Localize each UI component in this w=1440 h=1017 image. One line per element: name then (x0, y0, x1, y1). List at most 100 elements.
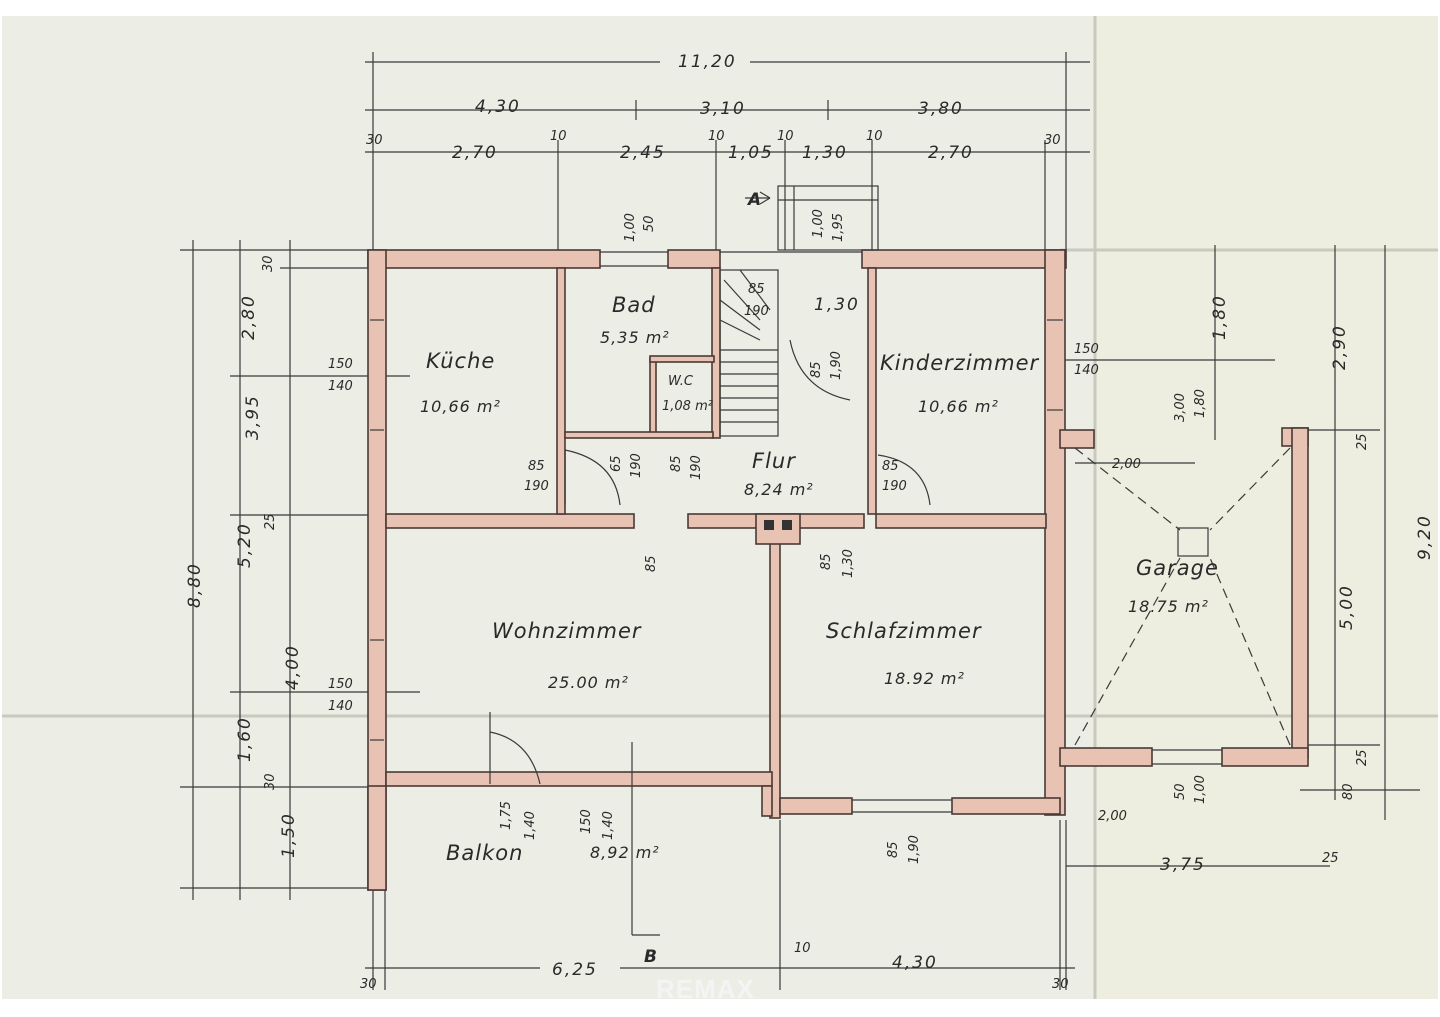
left-dimensions (180, 240, 420, 900)
dim-garage-window-1: 50 (1173, 783, 1188, 800)
dim-top-3-4: 10 (708, 129, 725, 144)
dim-bottom-end: 30 (1052, 977, 1069, 992)
room-flur-area: 8,24 m² (744, 480, 814, 499)
dim-garage-window-2: 1,00 (1193, 775, 1208, 804)
dim-kinder-window-1: 150 (1074, 342, 1099, 357)
dim-stair-door-1: 85 (748, 282, 765, 297)
dim-stair-door-2: 190 (744, 304, 769, 319)
dim-stair-2: 1,95 (831, 213, 846, 242)
dim-bottom-right: 4,30 (892, 953, 938, 973)
dim-top-3-6: 10 (777, 129, 794, 144)
room-kinderzimmer-name: Kinderzimmer (880, 351, 1039, 375)
dim-kinder-door-1: 85 (882, 459, 899, 474)
dim-kueche-door-1: 85 (528, 459, 545, 474)
room-labels: Küche 10,66 m² Bad 5,35 m² W.C 1,08 m² F… (420, 293, 1218, 865)
dim-garage-door-width: 2,00 (1112, 457, 1141, 472)
dim-top-3-2: 10 (550, 129, 567, 144)
dim-balkon-window-2: 1,40 (601, 811, 616, 840)
dim-bottom-left: 6,25 (552, 960, 598, 980)
dim-kueche-window-1: 150 (328, 357, 353, 372)
dim-left-3-6: 1,50 (279, 812, 299, 858)
room-wc-name: W.C (668, 374, 694, 389)
dim-right-overall: 9,20 (1415, 514, 1435, 560)
room-bad-area: 5,35 m² (600, 328, 670, 347)
dim-left-3-1: 2,80 (239, 294, 259, 340)
dim-stair-landing: 1,30 (814, 295, 860, 315)
room-garage-area: 18.75 m² (1128, 597, 1209, 616)
room-balkon-area: 8,92 m² (590, 843, 660, 862)
room-kinderzimmer-area: 10,66 m² (918, 397, 999, 416)
remax-logo: REMAX (656, 974, 755, 1004)
dim-left-3-5: 30 (263, 773, 278, 790)
dim-bottom-wall: 10 (794, 941, 811, 956)
section-marker-a: A (746, 190, 763, 210)
dim-top-3-7: 1,30 (802, 143, 848, 163)
dim-bad-window-1: 1,00 (623, 213, 638, 242)
dim-right-2-1: 5,00 (1337, 584, 1357, 630)
top-dimensions (365, 52, 1090, 260)
room-wc-area: 1,08 m² (662, 399, 713, 414)
door-swings (489, 191, 931, 936)
dim-kueche-door-2: 190 (524, 479, 549, 494)
dim-schlaf-window-2: 1,90 (907, 835, 922, 864)
dim-balkon-window-1: 150 (579, 809, 594, 834)
dim-right-3-1: 25 (1355, 433, 1370, 450)
room-schlafzimmer-name: Schlafzimmer (826, 619, 982, 643)
dim-stair-1: 1,00 (811, 209, 826, 238)
garage-markings (1074, 447, 1291, 746)
room-wohnzimmer-area: 25.00 m² (548, 673, 629, 692)
room-kueche-name: Küche (426, 349, 495, 373)
dim-right-2-0: 2,90 (1330, 324, 1350, 370)
dim-schlaf-door-1: 85 (819, 553, 834, 570)
section-markers: A B (644, 190, 763, 967)
dim-garage-front: 2,00 (1098, 809, 1127, 824)
dim-flur-door-1: 85 (809, 361, 824, 378)
room-flur-name: Flur (752, 449, 796, 473)
dim-right-3-0: 1,80 (1210, 294, 1230, 340)
top-dimension-labels: 11,20 4,30 3,10 3,80 30 2,70 10 2,45 10 … (366, 48, 1061, 163)
dim-wohn-door-1: 85 (644, 555, 659, 572)
dim-bad-door-1: 65 (609, 455, 624, 472)
dim-bottom-start: 30 (360, 977, 377, 992)
dim-overall-depth: 8,80 (185, 562, 205, 608)
dim-kinder-door-2: 190 (882, 479, 907, 494)
dim-right-3-2: 25 (1355, 749, 1370, 766)
dim-garage-wall: 25 (1322, 851, 1339, 866)
dim-left-3-3: 4,00 (283, 644, 303, 690)
bottom-dimension-labels: 6,25 10 4,30 30 30 (360, 941, 1069, 992)
left-dimension-labels: 8,80 3,95 5,20 30 2,80 25 4,00 1,60 30 1… (185, 255, 303, 858)
dim-garage-width: 3,75 (1160, 855, 1206, 875)
dim-left-3-4: 1,60 (235, 716, 255, 762)
opening-dimensions: 1,00 50 150 140 150 140 150 140 85 190 8… (328, 209, 1099, 864)
dim-top-3-9: 2,70 (928, 143, 974, 163)
room-wohnzimmer-name: Wohnzimmer (492, 619, 642, 643)
dim-flur-door-2: 1,90 (829, 351, 844, 380)
dim-left-upper: 3,95 (243, 394, 263, 440)
staircase (719, 185, 879, 437)
dim-schlaf-window-1: 85 (886, 841, 901, 858)
dim-wc-door-1: 85 (669, 455, 684, 472)
dim-schlaf-door-2: 1,30 (841, 549, 856, 578)
bottom-dimensions (365, 820, 1330, 990)
dim-balkon-door-2: 1,40 (523, 811, 538, 840)
room-kueche-area: 10,66 m² (420, 397, 501, 416)
room-schlafzimmer-area: 18.92 m² (884, 669, 965, 688)
dim-wc-door-2: 190 (689, 455, 704, 480)
dim-left-3-0: 30 (261, 255, 276, 272)
dim-top-3-8: 10 (866, 129, 883, 144)
dim-top-3-1: 2,70 (452, 143, 498, 163)
section-marker-b: B (644, 947, 659, 967)
dim-top-3-3: 2,45 (620, 143, 666, 163)
room-balkon-name: Balkon (446, 841, 523, 865)
dim-balkon-door-1: 1,75 (499, 801, 514, 830)
dim-overall-width: 11,20 (678, 52, 737, 72)
dim-garage-opening-2: 1,80 (1193, 389, 1208, 418)
right-dimension-labels: 9,20 2,90 5,00 80 1,80 25 25 (1210, 294, 1435, 800)
walls (367, 249, 1309, 891)
room-bad-name: Bad (612, 293, 656, 317)
dim-top-3-0: 30 (366, 133, 383, 148)
dim-wohn-window-1: 150 (328, 677, 353, 692)
dim-left-3-2: 25 (263, 513, 278, 530)
dim-garage-opening-1: 3,00 (1173, 393, 1188, 422)
